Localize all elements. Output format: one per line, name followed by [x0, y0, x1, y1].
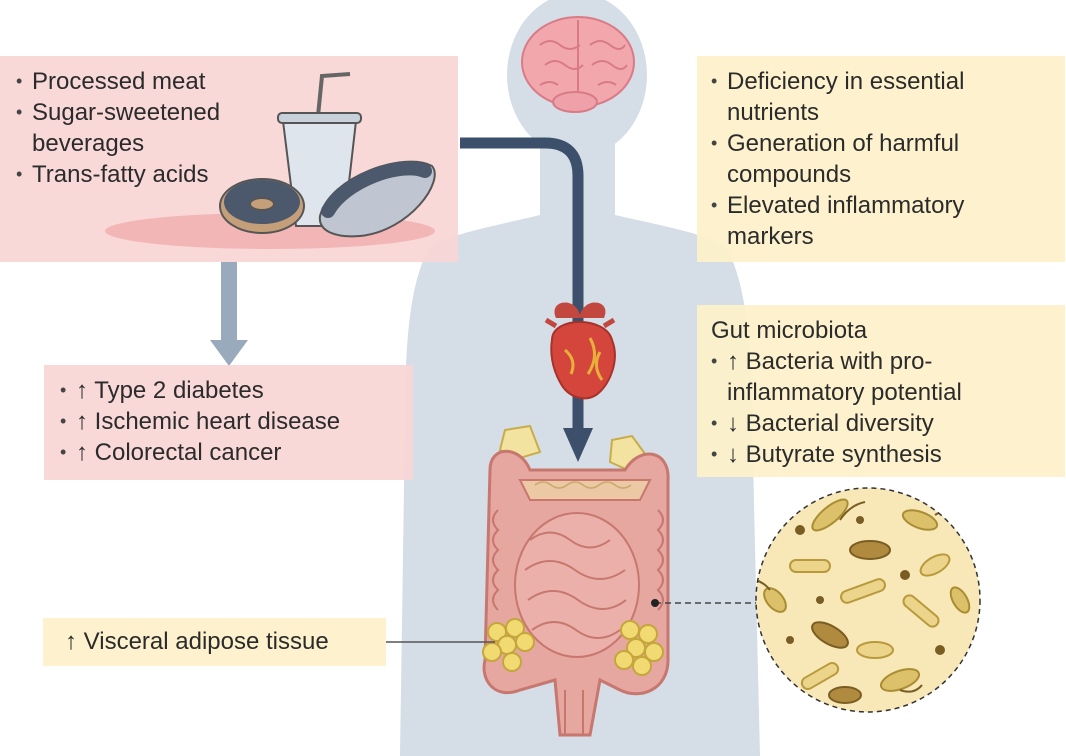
microbiota-heading: Gut microbiota	[711, 317, 868, 344]
mechanism-item: Generation of harmful compounds	[709, 128, 1029, 190]
hot-dog-icon	[318, 160, 436, 238]
adipose-label: ↑ Visceral adipose tissue	[65, 628, 329, 655]
diet-item: Sugar-sweetened beverages	[14, 97, 254, 159]
adipose-box: ↑ Visceral adipose tissue	[43, 618, 386, 666]
mechanism-item: Deficiency in essential nutrients	[709, 66, 1029, 128]
microbiota-box: Gut microbiota ↑ Bacteria with pro-infla…	[697, 305, 1065, 477]
mechanism-item: Elevated inflammatory markers	[709, 190, 1029, 252]
arrow-diet-to-outcomes	[210, 262, 248, 366]
outcome-item: ↑ Ischemic heart disease	[58, 406, 340, 437]
junk-food-illustration	[105, 72, 436, 249]
diet-item: Trans-fatty acids	[14, 159, 254, 190]
outcome-item: ↑ Type 2 diabetes	[58, 375, 340, 406]
connector-dot	[651, 599, 659, 607]
heart-icon	[544, 302, 616, 400]
arrow-diet-to-gut	[460, 137, 593, 462]
health-outcomes-box: ↑ Type 2 diabetes ↑ Ischemic heart disea…	[44, 365, 413, 480]
brain-icon	[521, 16, 635, 113]
intestine-icon	[482, 449, 670, 737]
microbiota-item: ↑ Bacteria with pro-inflammatory potenti…	[709, 346, 1029, 408]
diet-item: Processed meat	[14, 66, 254, 97]
microbiota-item: ↓ Butyrate synthesis	[709, 439, 1029, 470]
microbe-lens-icon	[755, 487, 981, 713]
outcome-item: ↑ Colorectal cancer	[58, 437, 340, 468]
donut-icon	[219, 178, 305, 234]
mechanisms-box: Deficiency in essential nutrients Genera…	[697, 56, 1065, 262]
fat-deposit-icon	[482, 618, 664, 676]
diet-box: Processed meat Sugar-sweetened beverages…	[0, 56, 458, 262]
microbiota-item: ↓ Bacterial diversity	[709, 408, 1029, 439]
